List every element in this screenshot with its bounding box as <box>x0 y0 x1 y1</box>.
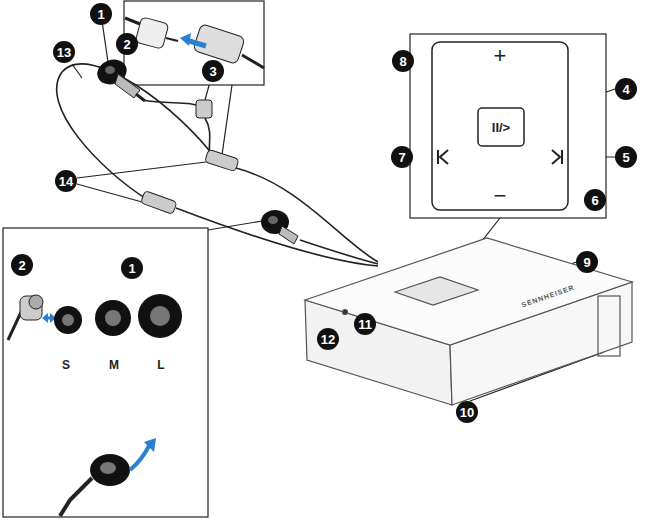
earbud <box>261 210 298 244</box>
callout-number: 13 <box>53 41 75 63</box>
callout-number: 1 <box>90 3 112 25</box>
callout-number: 10 <box>456 401 478 423</box>
callout-number: 6 <box>584 189 606 211</box>
callout-number: 12 <box>317 328 339 350</box>
size-label: M <box>109 359 119 371</box>
callout-number: 2 <box>116 33 138 55</box>
connector-inset <box>124 1 264 85</box>
size-label: S <box>62 359 70 371</box>
earbud <box>94 56 145 101</box>
callout-number: 11 <box>354 313 376 335</box>
button-symbol: II/> <box>492 121 510 134</box>
button-symbol: − <box>494 185 507 207</box>
cable-connectors <box>141 100 239 214</box>
callout-number: 2 <box>11 254 33 276</box>
callout-number: 14 <box>55 170 77 192</box>
callout-number: 5 <box>615 146 637 168</box>
callout-number: 4 <box>615 78 637 100</box>
callout-number: 1 <box>121 257 143 279</box>
eartip-inset <box>3 228 208 517</box>
button-symbol: + <box>494 45 507 67</box>
callout-number: 3 <box>202 60 224 82</box>
receiver-device <box>305 238 632 405</box>
size-label: L <box>157 359 164 371</box>
callout-number: 7 <box>391 146 413 168</box>
control-panel-detail <box>410 34 606 218</box>
callout-number: 8 <box>392 50 414 72</box>
callout-number: 9 <box>576 251 598 273</box>
